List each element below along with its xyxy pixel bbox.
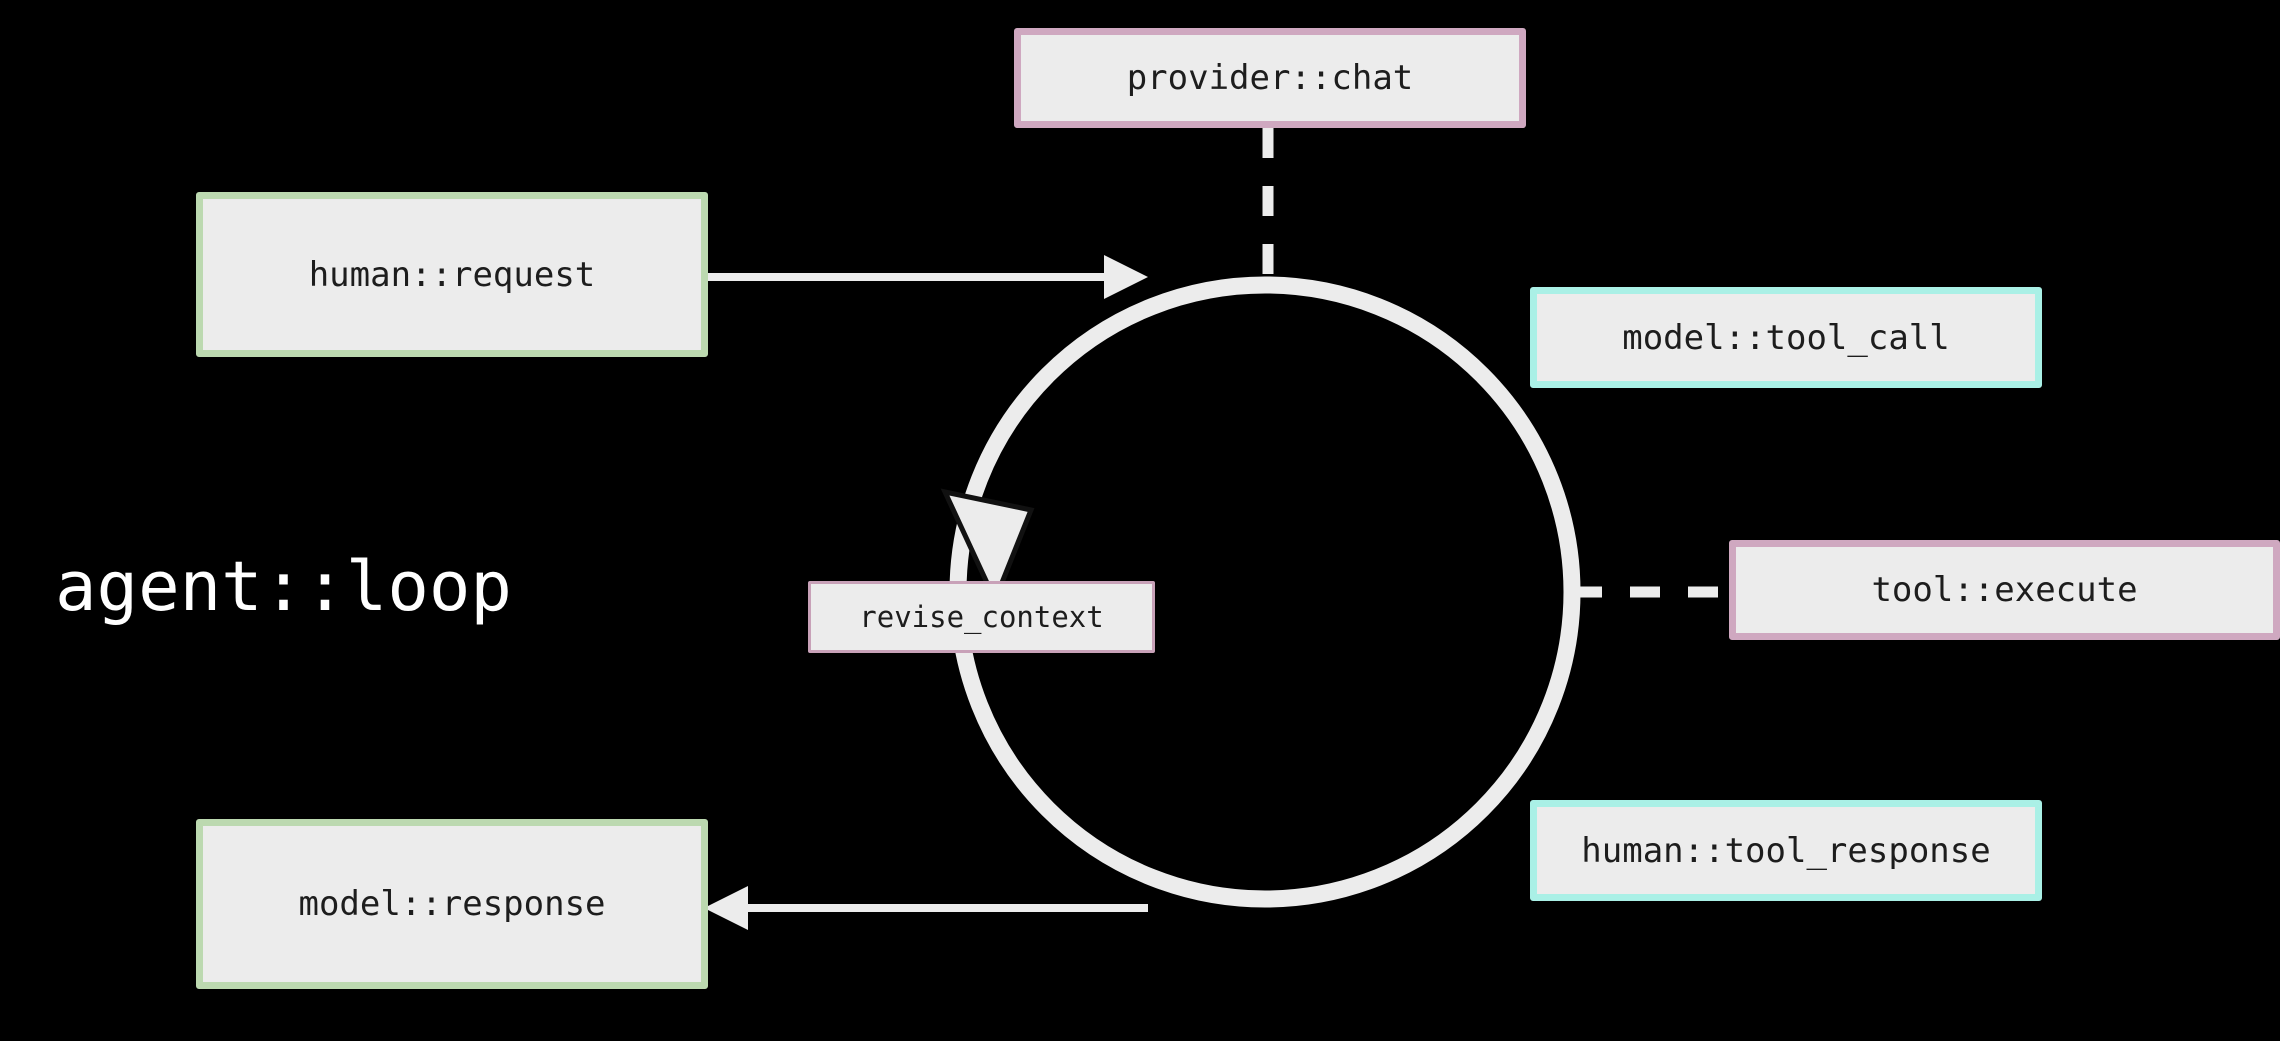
- node-model-tool-call[interactable]: model::tool_call: [1530, 287, 2042, 388]
- page-title: agent::loop: [55, 547, 512, 627]
- node-model-tool-call-label: model::tool_call: [1622, 317, 1950, 358]
- node-human-tool-response-label: human::tool_response: [1581, 830, 1991, 871]
- node-model-response[interactable]: model::response: [196, 819, 708, 989]
- node-provider-chat[interactable]: provider::chat: [1014, 28, 1526, 128]
- node-tool-execute-label: tool::execute: [1871, 570, 2138, 610]
- node-tool-execute[interactable]: tool::execute: [1729, 540, 2280, 640]
- node-human-request[interactable]: human::request: [196, 192, 708, 357]
- node-model-response-label: model::response: [298, 884, 606, 924]
- node-human-request-label: human::request: [308, 254, 596, 295]
- node-provider-chat-label: provider::chat: [1126, 58, 1414, 98]
- edge-request-into-loop: [706, 255, 1148, 299]
- node-revise-context-label: revise_context: [859, 600, 1104, 634]
- node-human-tool-response[interactable]: human::tool_response: [1530, 800, 2042, 901]
- node-revise-context[interactable]: revise_context: [808, 581, 1155, 653]
- edge-loop-to-response: [704, 886, 1148, 930]
